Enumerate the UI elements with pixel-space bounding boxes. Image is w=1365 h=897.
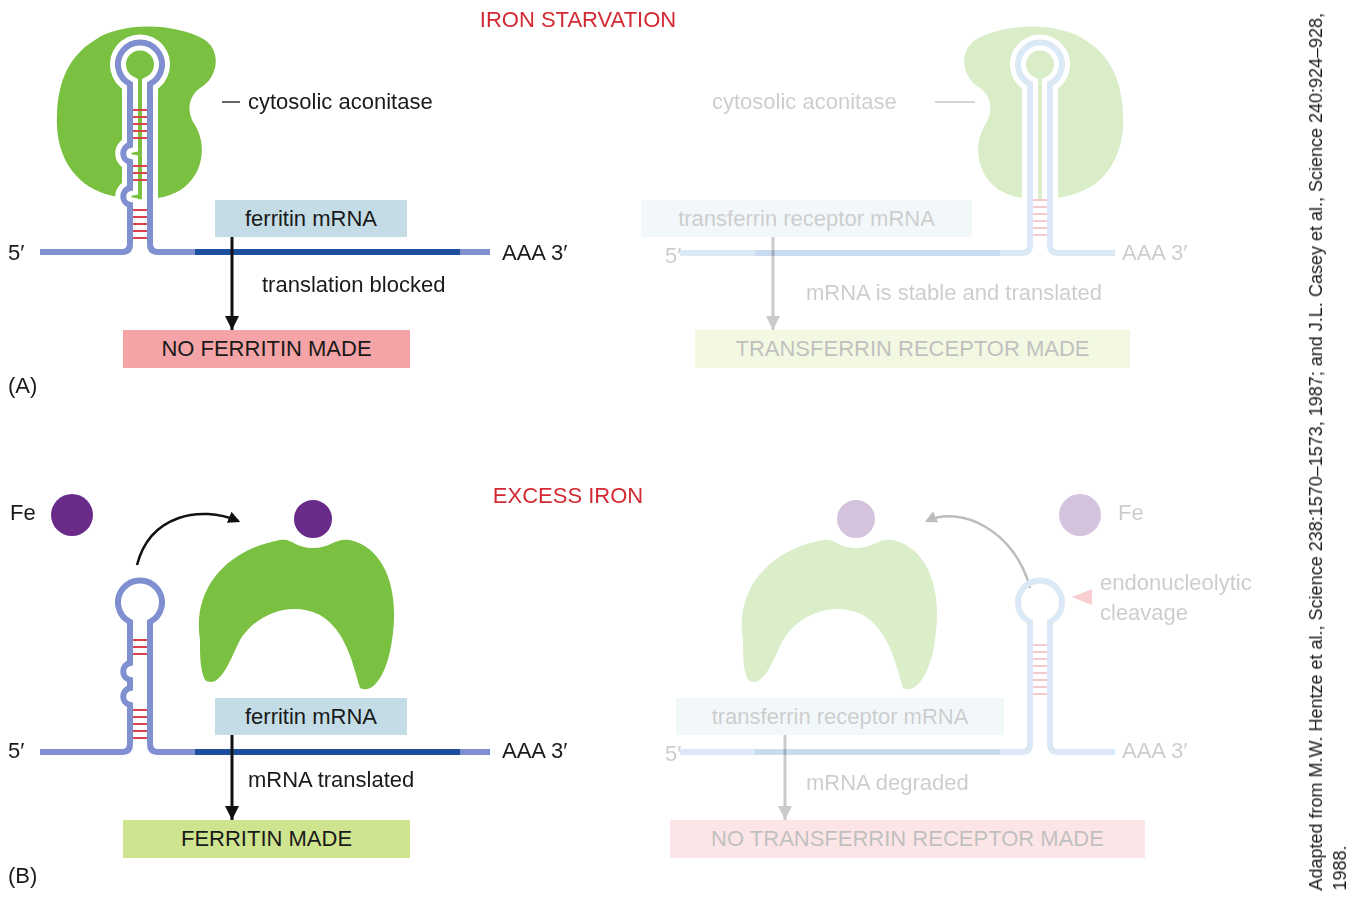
edge-label: mRNA translated	[248, 766, 414, 794]
iron-atom	[835, 498, 877, 540]
panel-letter: (A)	[8, 372, 37, 400]
strand-end: 5′	[8, 737, 24, 765]
protein-label: cytosolic aconitase	[248, 88, 433, 116]
strand-end: 5′	[665, 242, 681, 270]
leader-line	[935, 101, 975, 103]
binding-arrow	[137, 514, 238, 565]
box-text: NO FERRITIN MADE	[161, 336, 371, 362]
iron-label: Fe	[1118, 499, 1144, 527]
flow-arrow	[784, 735, 787, 820]
box-text: TRANSFERRIN RECEPTOR MADE	[735, 336, 1089, 362]
box-text: transferrin receptor mRNA	[678, 206, 935, 232]
base-pairs	[133, 110, 147, 238]
box-text: FERRITIN MADE	[181, 826, 352, 852]
coding-region	[195, 749, 460, 755]
strand-end: AAA 3′	[1122, 737, 1187, 765]
outcome-box: FERRITIN MADE	[123, 820, 410, 858]
credit-line: Adapted from M.W. Hentze et al., Science…	[1304, 6, 1352, 891]
box-text: NO TRANSFERRIN RECEPTOR MADE	[711, 826, 1104, 852]
panel-b-ferritin	[40, 494, 490, 752]
coding-region	[755, 749, 1000, 755]
panel-b-transferrin	[680, 494, 1115, 752]
box-text: ferritin mRNA	[245, 206, 377, 232]
flow-arrow	[231, 735, 234, 820]
panel-a-ferritin	[40, 27, 490, 253]
stem-loop-halo	[118, 42, 162, 244]
coding-region	[195, 249, 460, 255]
mrna-label-box: transferrin receptor mRNA	[676, 698, 1004, 735]
base-pairs	[1033, 200, 1047, 235]
coding-region	[755, 250, 1000, 256]
leader-line	[222, 101, 240, 103]
panel-letter: (B)	[8, 862, 37, 890]
strand-end: AAA 3′	[502, 239, 567, 267]
edge-label: translation blocked	[262, 271, 445, 299]
mrna-label-box: ferritin mRNA	[215, 698, 407, 735]
iron-label: Fe	[10, 499, 36, 527]
mrna-strand	[40, 580, 490, 752]
protein-label: cytosolic aconitase	[712, 88, 897, 116]
strand-end: 5′	[8, 239, 24, 267]
strand-end: 5′	[665, 740, 681, 768]
outcome-box: NO TRANSFERRIN RECEPTOR MADE	[670, 820, 1145, 858]
aconitase-protein	[199, 540, 394, 689]
iron-atom	[292, 498, 334, 540]
strand-end: AAA 3′	[502, 737, 567, 765]
box-text: ferritin mRNA	[245, 704, 377, 730]
mrna-label-box: ferritin mRNA	[215, 200, 407, 237]
strand-end: AAA 3′	[1122, 239, 1187, 267]
aconitase-group	[742, 498, 937, 689]
mrna-label-box: transferrin receptor mRNA	[641, 200, 972, 237]
mrna-strand	[40, 42, 490, 252]
flow-arrow	[231, 237, 234, 330]
aconitase-protein	[742, 540, 937, 689]
panel-heading: IRON STARVATION	[480, 6, 676, 34]
flow-arrow	[772, 237, 775, 330]
outcome-box: TRANSFERRIN RECEPTOR MADE	[695, 330, 1130, 368]
iron-atom	[51, 494, 93, 536]
binding-arrow	[927, 516, 1030, 588]
base-pairs	[1033, 645, 1047, 694]
mrna-strand	[680, 580, 1115, 752]
panel-heading: EXCESS IRON	[493, 482, 643, 510]
edge-label: mRNA degraded	[806, 769, 969, 797]
outcome-box: NO FERRITIN MADE	[123, 330, 410, 368]
cleavage-label: endonucleolytic cleavage	[1100, 568, 1275, 628]
edge-label: mRNA is stable and translated	[806, 279, 1102, 307]
box-text: transferrin receptor mRNA	[712, 704, 969, 730]
stem-loop-halo	[1018, 42, 1062, 245]
iron-atom	[1059, 494, 1101, 536]
base-pairs	[133, 640, 147, 738]
cleavage-marker	[1072, 589, 1092, 605]
